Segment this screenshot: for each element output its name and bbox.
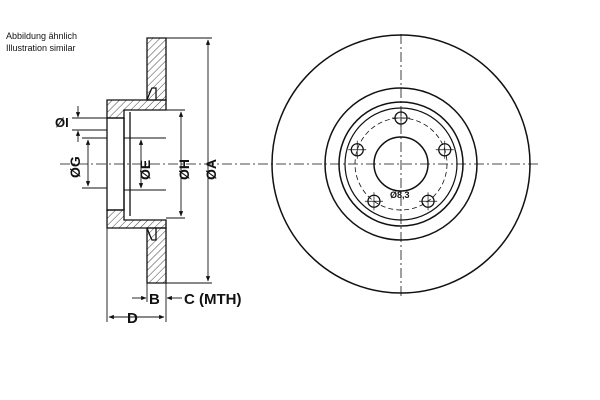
hub-outer-edge <box>338 101 464 227</box>
dimension-label-I: ØI <box>55 115 69 130</box>
center-bore-lines <box>124 137 166 191</box>
caption-german: Abbildung ähnlich <box>6 31 78 41</box>
dimension-label-C: C (MTH) <box>184 291 241 308</box>
hub-shoulder <box>146 87 157 101</box>
dimension-label-B: B <box>149 291 160 308</box>
friction-ring-inner-edge <box>324 87 478 241</box>
bolt-hole-crosshair <box>364 192 383 211</box>
hub-section-upper <box>106 99 167 119</box>
bolt-hole-crosshair <box>392 109 410 127</box>
bolt-hole-crosshair <box>435 140 454 159</box>
dimension-lines <box>72 37 212 322</box>
center-bore <box>373 136 429 192</box>
dimension-label-A: ØA <box>203 159 219 180</box>
hub-shoulder-lower <box>146 227 157 241</box>
dimension-label-E: ØE <box>137 160 153 180</box>
dimension-label-G: ØG <box>67 156 83 178</box>
dimension-label-D: D <box>127 310 138 327</box>
bolt-holes <box>348 109 454 211</box>
bolt-hole-crosshair <box>419 192 438 211</box>
hub-step-edge <box>344 107 458 221</box>
bolt-hole-crosshair <box>348 140 367 159</box>
hub-section-lower <box>106 209 167 229</box>
bolt-hole-label: Ø8,3 <box>390 190 410 200</box>
side-view <box>106 37 167 284</box>
dimension-label-H: ØH <box>176 159 192 180</box>
front-view <box>271 34 531 298</box>
caption-english: Illustration similar <box>6 43 76 53</box>
disc-outer-edge <box>271 34 531 294</box>
illustration-caption: Abbildung ähnlich Illustration similar <box>6 30 77 54</box>
